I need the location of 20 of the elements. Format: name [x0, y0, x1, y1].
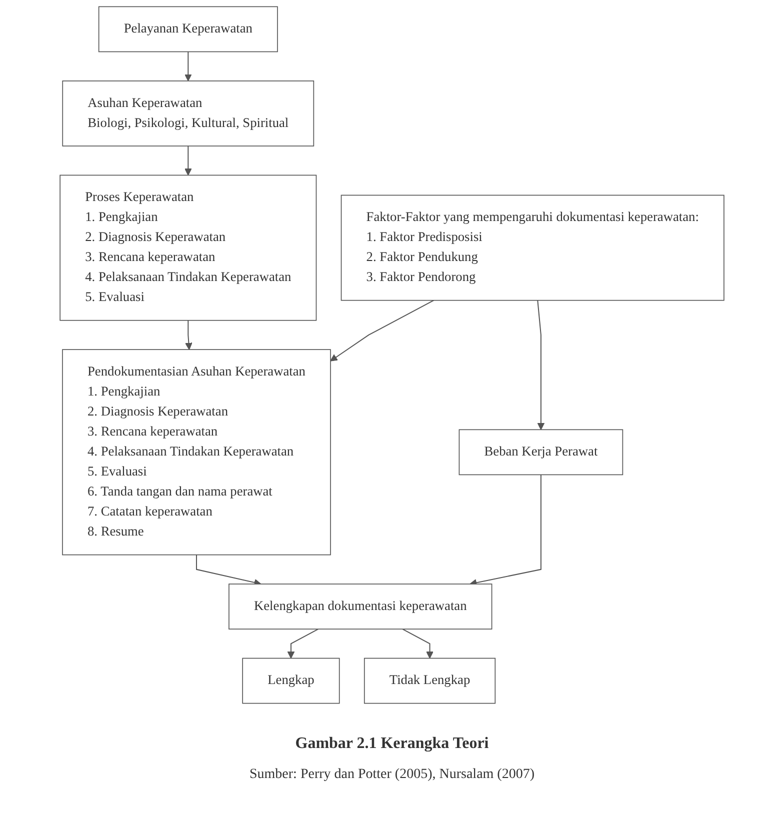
node-box: Tidak Lengkap [364, 658, 496, 704]
node-box: Kelengkapan dokumentasi keperawatan [228, 584, 492, 630]
arrow [537, 300, 545, 430]
source-note: Sumber: Perry dan Potter (2005), Nursalam (2007) [250, 767, 534, 782]
figure-caption: Gambar 2.1 Kerangka Teori [295, 735, 489, 752]
node-box: Proses Keperawatan 1. Pengkajian 2. Diagnosis Keperawatan 3. Rencana keperawatan 4. Pelaksanaan Tindakan Keperawatan 5. Evaluasi [60, 174, 317, 321]
arrow [185, 320, 192, 350]
arrow [402, 628, 434, 659]
arrow [287, 628, 319, 659]
node-box: Beban Kerja Perawat [458, 429, 624, 476]
node-box: Asuhan Keperawatan Biologi, Psikologi, Kultural, Spiritual [62, 80, 314, 146]
arrow [184, 146, 192, 176]
node-box: Pendokumentasian Asuhan Keperawatan 1. Pengkajian 2. Diagnosis Keperawatan 3. Rencana keperawatan 4. Pelaksanaan Tindakan Keperawatan 5. Evaluasi 6. Tanda tangan dan nama perawat 7. Catatan keperawatan 8. Resume [62, 349, 331, 556]
node-box: Lengkap [242, 658, 340, 704]
node-box: Pelayanan Keperawatan [98, 6, 278, 52]
node-box: Faktor-Faktor yang mempengaruhi dokumentasi keperawatan: 1. Faktor Predisposisi 2. Faktor Pendukung 3. Faktor Pendorong [340, 194, 724, 301]
arrow [196, 554, 262, 586]
arrow [184, 51, 192, 82]
arrow [330, 300, 434, 362]
arrow [470, 474, 542, 586]
